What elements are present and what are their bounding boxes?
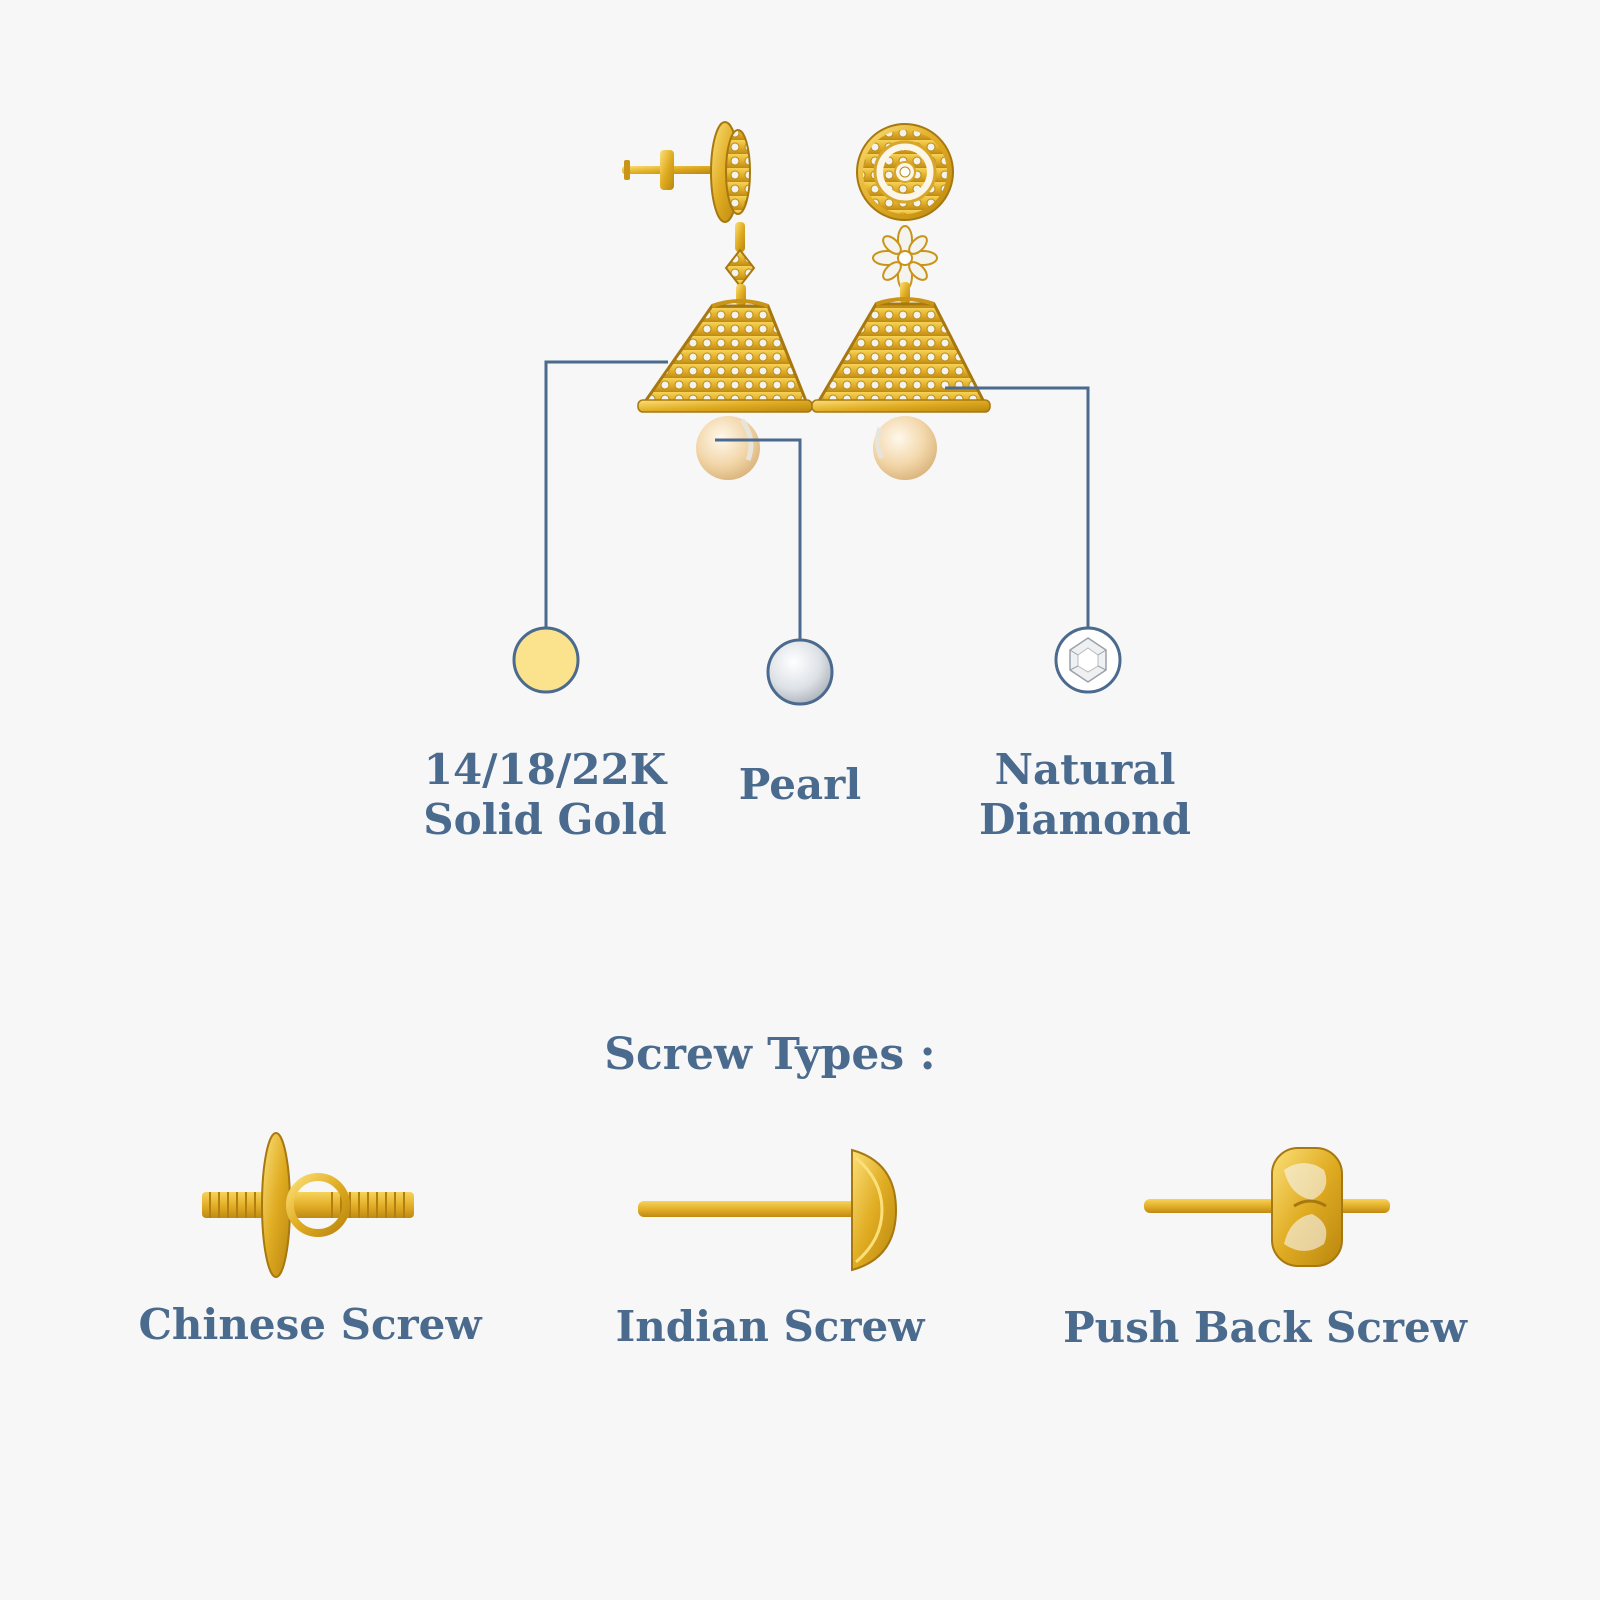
- chinese-screw-icon: [202, 1132, 414, 1278]
- pearl-leader-line: [715, 438, 802, 640]
- pearl-swatch: [766, 638, 834, 706]
- diamond-material-label: Natural Diamond: [960, 745, 1210, 845]
- gold-leader-line: [544, 360, 668, 628]
- diamond-swatch: [1054, 626, 1122, 694]
- gold-label-line2: Solid Gold: [423, 795, 667, 844]
- push-back-screw-label: Push Back Screw: [1063, 1303, 1467, 1352]
- earring-right-image: [811, 123, 991, 480]
- earring-left-image: [622, 121, 813, 480]
- indian-screw-icon: [638, 1148, 898, 1272]
- screw-types-title: Screw Types :: [604, 1029, 936, 1080]
- gold-label-line1: 14/18/22K: [423, 745, 667, 794]
- diamond-label-line2: Diamond: [979, 795, 1191, 844]
- indian-screw-label: Indian Screw: [615, 1302, 925, 1351]
- gold-material-label: 14/18/22K Solid Gold: [400, 745, 690, 845]
- diamond-leader-line: [945, 386, 1090, 628]
- diamond-label-line1: Natural: [994, 745, 1176, 794]
- gold-swatch: [512, 626, 580, 694]
- chinese-screw-label: Chinese Screw: [138, 1300, 482, 1349]
- pearl-material-label: Pearl: [738, 760, 862, 809]
- push-back-screw-icon: [1144, 1147, 1390, 1267]
